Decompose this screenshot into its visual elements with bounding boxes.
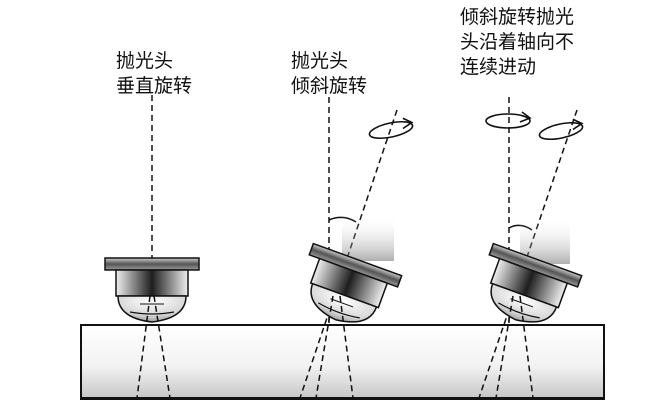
polishing-head-vertical — [104, 95, 200, 399]
label-tilted-rotation: 抛光头 倾斜旋转 — [291, 49, 367, 99]
rotation-arrow-icon — [485, 111, 531, 129]
label-line: 抛光头 — [291, 50, 349, 72]
label-vertical-rotation: 抛光头 垂直旋转 — [116, 49, 192, 99]
label-line: 抛光头 — [116, 50, 174, 72]
label-line: 倾斜旋转 — [291, 75, 368, 97]
label-line: 倾斜旋转抛光 — [460, 6, 575, 28]
polishing-head-precession — [470, 97, 585, 399]
label-line: 头沿着轴向不 — [460, 31, 575, 53]
polishing-head-tilted — [290, 97, 415, 399]
rotation-arrow-icon — [536, 116, 585, 144]
label-tilted-precession: 倾斜旋转抛光 头沿着轴向不 连续进动 — [460, 5, 574, 80]
label-line: 垂直旋转 — [116, 75, 193, 97]
label-line: 连续进动 — [460, 56, 537, 78]
